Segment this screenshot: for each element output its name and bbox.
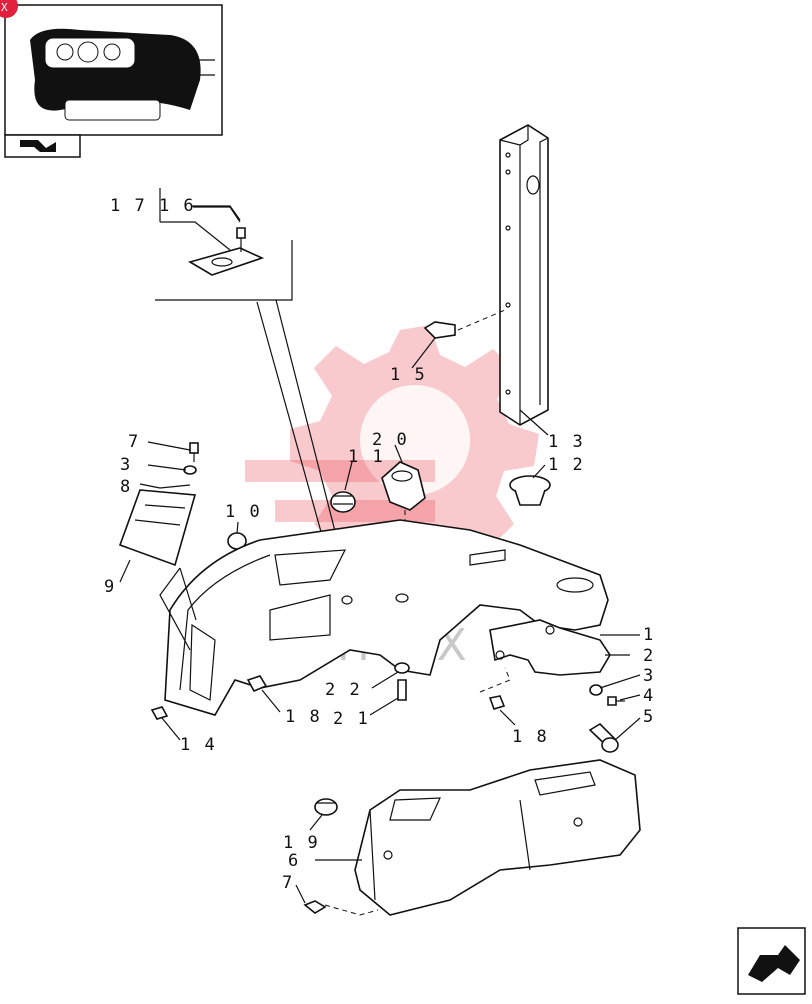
callout-1: 1 [643, 625, 655, 645]
callout-6: 6 [288, 851, 300, 871]
bolt-14 [150, 706, 169, 720]
lower-console [354, 759, 641, 916]
knob-5 [588, 722, 619, 753]
main-dashboard-frame [164, 519, 609, 716]
bolt-21 [397, 679, 407, 701]
thumbnail-arrow-icon [20, 140, 56, 152]
callout-21: 2 1 [333, 709, 370, 729]
callout-10: 1 0 [225, 502, 262, 522]
callout-11: 1 1 [348, 447, 385, 467]
bolt-18-right [479, 667, 511, 710]
callout-22: 2 2 [325, 680, 362, 700]
callout-14: 1 4 [180, 735, 217, 755]
callout-3-top: 3 [120, 455, 132, 475]
callout-7-top: 7 [128, 432, 140, 452]
callout-1716: 1 7 1 6 [110, 196, 196, 216]
callout-4: 4 [643, 686, 655, 706]
screw-7-bottom [303, 900, 379, 916]
callout-labels: 1 7 1 6 1 5 1 3 2 0 1 1 1 2 7 3 8 1 0 9 … [104, 196, 655, 893]
plug-11 [330, 491, 356, 513]
grommet-19 [314, 798, 338, 816]
bolt-7-top [183, 442, 199, 475]
callout-12: 1 2 [548, 455, 585, 475]
upright-post [499, 124, 549, 426]
grommet-12 [509, 475, 551, 506]
bracket-2 [489, 619, 611, 676]
callout-7-bottom: 7 [282, 873, 294, 893]
bolt-4 [607, 696, 625, 706]
callout-15: 1 5 [390, 365, 427, 385]
callout-20: 2 0 [372, 430, 409, 450]
callout-2: 2 [643, 646, 655, 666]
callout-13: 1 3 [548, 432, 585, 452]
callout-18-left: 1 8 [285, 707, 322, 727]
thumbnail-badge: X [0, 0, 18, 18]
callout-3-right: 3 [643, 666, 655, 686]
callout-19: 1 9 [283, 833, 320, 853]
callout-18-right: 1 8 [512, 727, 549, 747]
bolt-18-left [246, 675, 268, 693]
washer-22 [394, 662, 410, 674]
svg-text:X: X [1, 1, 8, 14]
leader-lines [119, 206, 641, 904]
callout-8: 8 [120, 477, 132, 497]
thumbnail-inset[interactable] [4, 4, 223, 158]
callout-5: 5 [643, 707, 655, 727]
next-page-arrow-icon[interactable] [737, 927, 806, 995]
screw-15 [423, 309, 506, 339]
callout-9: 9 [104, 577, 116, 597]
side-cover [118, 484, 197, 567]
washer-3-right [589, 684, 603, 696]
